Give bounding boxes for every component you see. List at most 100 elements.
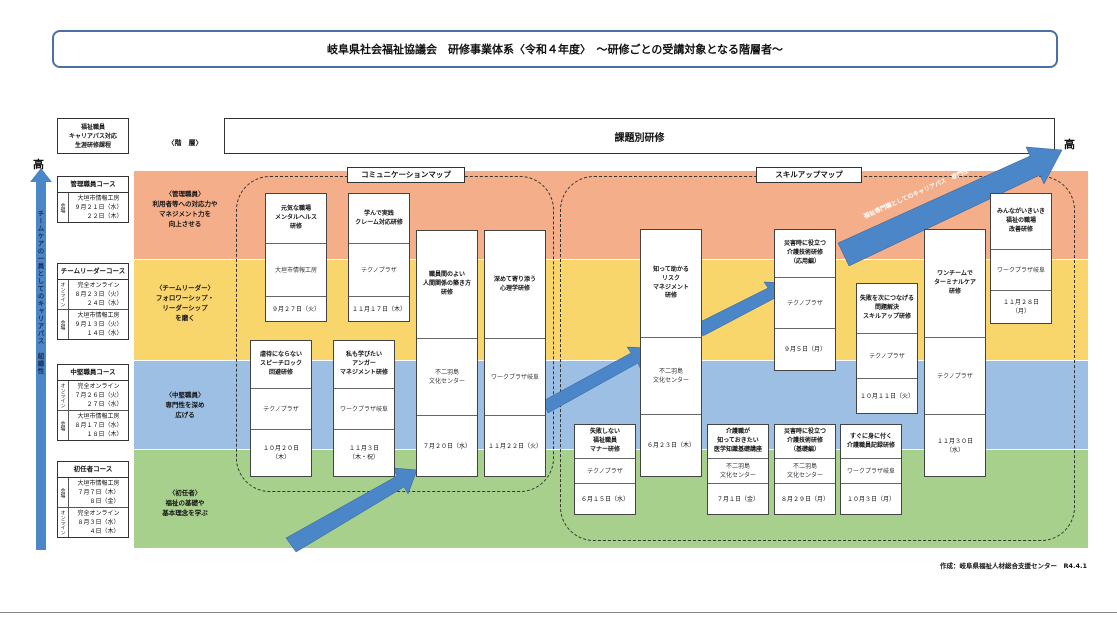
course-lines: 完全オンライン ７月２６日（火） ２７日（水） [69,381,128,410]
card-date-line: ９月５日（月） [783,346,826,353]
card-title: 虐待にならない スピーチロック 回避研修 [251,341,311,389]
training-card-medical[interactable]: 介護職が 知っておきたい 医学知識基礎講座 不二羽島 文化センター ７月１日（金… [707,424,769,515]
course-name: 初任者コース [57,461,129,478]
card-title-line: 職員間のよい [428,271,465,279]
card-title-line: メンタルヘルス [274,214,317,222]
training-card-abuse[interactable]: 虐待にならない スピーチロック 回避研修 テクノプラザ １０月２０日 （木） [250,340,312,477]
card-title-line: スピーチロック [259,360,302,368]
card-title: 災害時に役立つ 介護技術研修 （基礎編） [775,425,835,459]
course-lines: 完全オンライン ８月３日（水） ４日（木） [69,508,128,537]
card-venue: ワークプラザ岐阜 [490,373,539,381]
layer-desc: 広げる [175,411,195,420]
card-venue-line: 文化センター [652,377,689,384]
card-title-line: ターミナルケア [933,279,976,287]
card-title-line: 介護職が [725,428,750,436]
course-row: 会場 大垣市情報工房 ７月７日（木） ８日（金） [58,478,128,507]
card-title-line: みんながいきいき [996,208,1045,216]
layer-desc: 基本理念を学ぶ [162,509,208,518]
layer-desc: 専門性を深め [165,401,205,410]
card-title-line: 元気な職場 [280,205,311,213]
card-title-line: 深めて寄り添う [493,275,536,283]
card-venue-line: 文化センター [786,472,823,479]
card-venue-line: 不二羽島 [658,368,683,375]
course-body: オンライン 完全オンライン ８月２３日（火） ２４日（水） 会場 大垣市情報工房… [57,280,129,340]
card-title-line: 失敗しない [589,428,620,436]
training-card-psych[interactable]: 深めて寄り添う 心理学研修 ワークプラザ岐阜 １１月２２日（火） [484,230,546,477]
card-venue: 大垣市情報工房 [274,266,317,274]
card-date: １０月１１日（火） [857,378,917,413]
card-venue: 不二羽島 文化センター [641,338,701,414]
card-title: ワンチームで ターミナルケア 研修 [925,230,985,338]
course-line: ７月２６日（火） [74,392,123,399]
training-card-disaster-basic[interactable]: 災害時に役立つ 介護技術研修 （基礎編） 不二羽島 文化センター ８月２９日（月… [774,424,836,515]
card-venue-line: 文化センター [719,472,756,479]
card-title: 学んで実践 クレーム対応研修 [349,194,409,244]
layer-leader: 〈チームリーダー〉 フォロワーシップ・ リーダーシップ を磨く [140,283,230,323]
course-body: オンライン 完全オンライン ７月２６日（火） ２７日（水） 会場 大垣市情報工房… [57,381,129,441]
training-card-record[interactable]: すぐに身に付く 介護職員記録研修 ワークプラザ岐阜 １０月３日（月） [840,424,902,515]
card-venue: ワークプラザ岐阜 [846,467,895,475]
course-line: 大垣市情報工房 [77,312,120,319]
card-title-line: （応用編） [789,257,820,265]
training-card-terminal[interactable]: ワンチームで ターミナルケア 研修 テクノプラザ １１月３０日 （水） [924,229,986,477]
card-title-line: すぐに身に付く [849,432,892,440]
career-path-line: 生涯研修課程 [74,141,111,149]
card-title-line: 研修 [289,222,302,230]
training-card-risk[interactable]: 知って助かる リスク マネジメント 研修 不二羽島 文化センター ６月２３日（木… [640,229,702,477]
card-title-line: 研修 [440,288,453,296]
card-date-line: ８月２９日（月） [780,495,829,503]
card-title-line: 知って助かる [653,266,689,274]
card-title: 介護職が 知っておきたい 医学知識基礎講座 [708,425,768,459]
arrow-communication [285,467,418,553]
course-line: ７月７日（木） [77,489,120,496]
card-venue: ワークプラザ岐阜 [996,266,1045,274]
card-date-line: １１月３０日 [936,437,973,445]
card-venue: テクノプラザ [787,299,823,307]
layer-desc: 利用者等への対応力や [152,200,218,209]
card-venue: ワークプラザ岐阜 [339,405,388,413]
course-name: チームリーダーコース [57,263,129,280]
card-date-line: （木） [271,454,290,461]
high-label-left: 高 [33,158,44,171]
training-card-manner[interactable]: 失敗しない 福祉職員 マナー研修 テクノプラザ ６月１５日（水） [574,424,636,515]
course-line: ４日（木） [77,528,120,535]
training-card-disaster-advanced[interactable]: 災害時に役立つ 介護技術研修 （応用編） テクノプラザ ９月５日（月） [774,229,836,371]
course-line: ９月１３日（火） [74,321,123,328]
topic-header: 課題別研修 [224,118,1055,154]
training-card-anger[interactable]: 私も学びたい アンガー マネジメント研修 ワークプラザ岐阜 １１月３日 （木・祝… [333,340,395,477]
training-card-workplace[interactable]: みんながいきいき 福祉の職場 改善研修 ワークプラザ岐阜 １１月２８日 （月） [990,193,1052,324]
course-lines: 大垣市情報工房 ９月１３日（火） １４日（水） [69,310,128,339]
training-card-mental[interactable]: 元気な職場 メンタルヘルス 研修 大垣市情報工房 ９月２７日（火） [265,193,327,322]
card-venue-line: 不二羽島 [434,369,459,376]
footer-credit: 作成：岐阜県福祉人材総合支援センター R4.4.1 [939,562,1087,570]
training-card-problem[interactable]: 失敗を次につなげる 問題解決 スキルアップ研修 テクノプラザ １０月１１日（火） [856,283,918,414]
course-line: 大垣市情報工房 [77,480,120,487]
training-card-claim[interactable]: 学んで実践 クレーム対応研修 テクノプラザ １１月１７日（木） [348,193,410,322]
page-title: 岐阜県社会福祉協議会 研修事業体系〈令和４年度〉 ～研修ごとの受講対象となる階層… [52,30,1058,68]
card-date: １１月３日 （木・祝） [334,429,394,476]
layer-middle: 〈中堅職員〉 専門性を深め 広げる [140,390,230,420]
layer-name: 〈管理職員〉 [165,190,205,198]
training-card-relation[interactable]: 職員間のよい 人間関係の築き方 研修 不二羽島 文化センター ７月２０日（水） [416,230,478,477]
card-date: ８月２９日（月） [775,483,835,514]
card-date-line: ７月１日（金） [716,495,759,503]
card-date-line: １０月１１日（火） [859,392,914,400]
course-line: ２７日（水） [74,401,123,408]
high-label-right: 高 [1064,138,1075,151]
layer-desc: 向上させる [168,220,202,229]
layer-desc: マネジメント力を [159,210,211,219]
card-date: １１月１７日（木） [349,296,409,321]
course-side: 会場 [58,478,69,507]
card-title: 私も学びたい アンガー マネジメント研修 [334,341,394,389]
career-axis-label: チームケアの一員としてのキャリアパス 組織性 [36,210,44,375]
course-lines: 大垣市情報工房 ７月７日（木） ８日（金） [69,478,128,507]
career-axis-arrow [30,168,52,550]
course-newcomer: 初任者コース 会場 大垣市情報工房 ７月７日（木） ８日（金） オンライン 完全… [57,461,129,538]
card-date-line: １１月２８日 [1002,299,1039,306]
course-line: １８日（木） [74,431,123,438]
course-side: 会場 [58,310,69,339]
card-date-line: １１月１７日（木） [351,305,406,313]
course-side: オンライン [58,381,69,410]
course-row: 会場 大垣市情報工房 ９月１３日（火） １４日（水） [58,309,128,339]
